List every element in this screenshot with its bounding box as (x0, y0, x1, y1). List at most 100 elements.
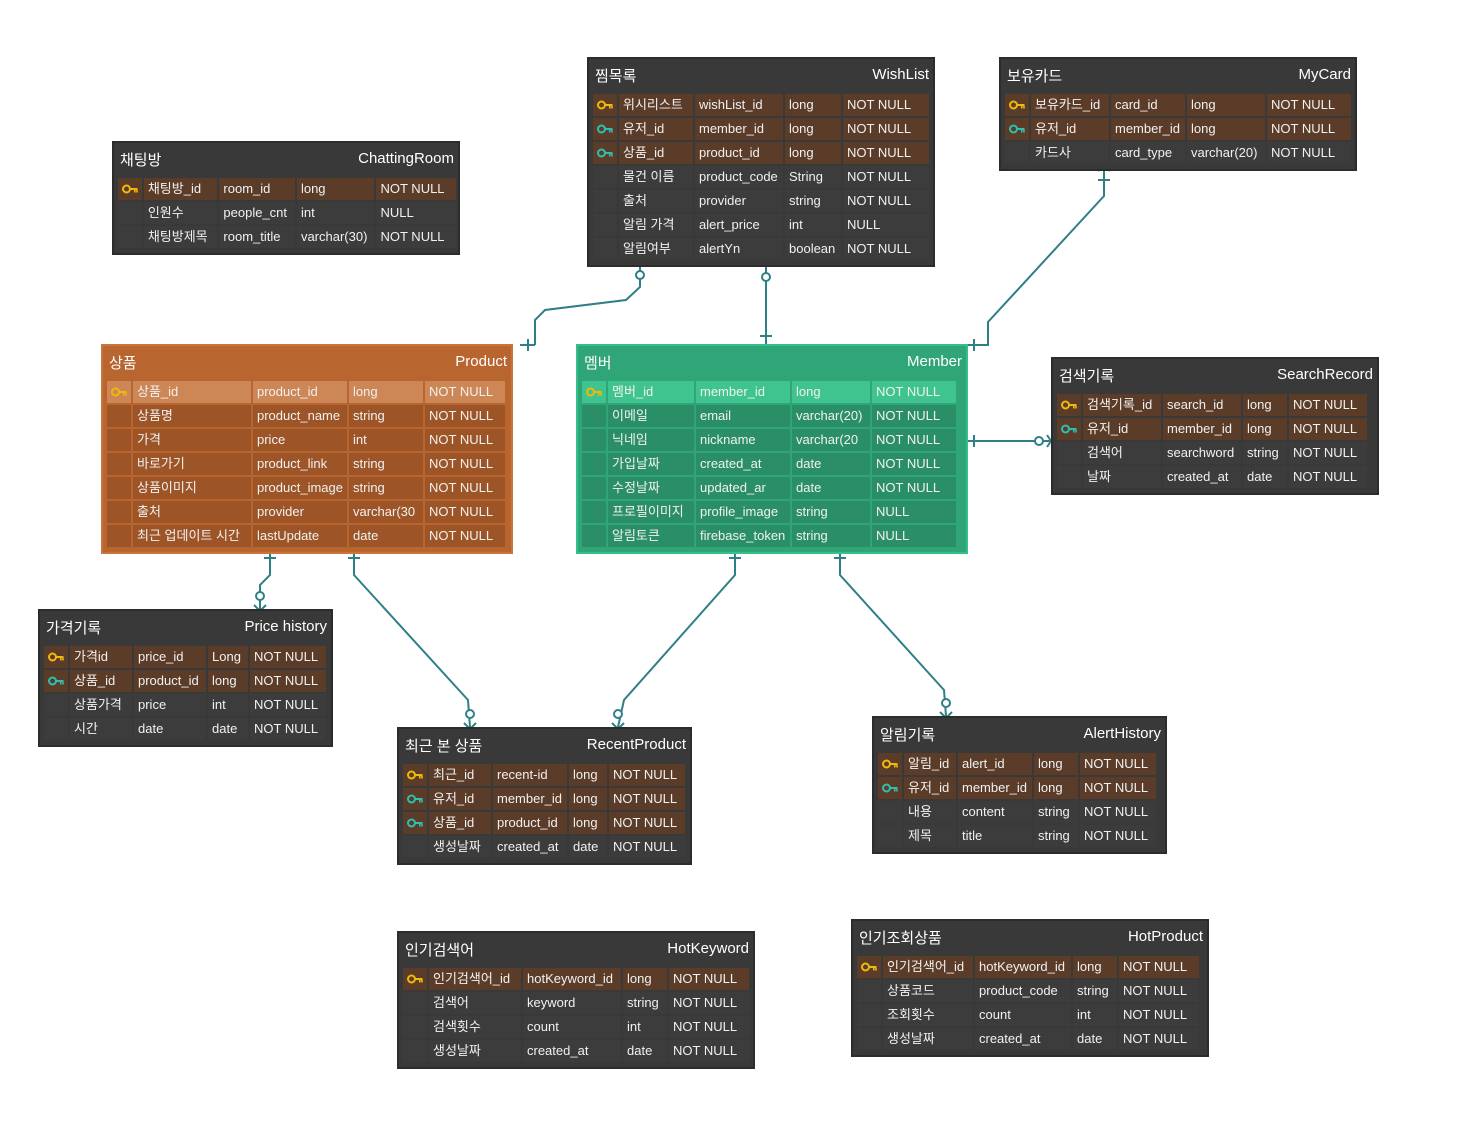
key-cell (107, 477, 131, 499)
column-nullability: NOT NULL (425, 381, 505, 403)
column-type: long (569, 764, 607, 786)
column-name: searchword (1163, 442, 1241, 464)
column-korean-name: 검색어 (429, 992, 521, 1014)
column-name: member_id (1111, 118, 1185, 140)
column-name: created_at (493, 836, 567, 858)
key-cell (582, 405, 606, 427)
column-korean-name: 인기검색어_id (883, 956, 973, 978)
column-korean-name: 위시리스트 (619, 94, 693, 116)
column-nullability: NOT NULL (1080, 753, 1156, 775)
column-type: string (623, 992, 667, 1014)
column-name: product_id (695, 142, 783, 164)
column-type: date (349, 525, 423, 547)
column-name: provider (253, 501, 347, 523)
column-nullability: NOT NULL (872, 429, 956, 451)
column-nullability: NOT NULL (1267, 118, 1351, 140)
column-name: created_at (523, 1040, 621, 1062)
column-type: long (349, 381, 423, 403)
column-nullability: NOT NULL (843, 238, 929, 260)
column-korean-name: 채팅방제목 (143, 226, 218, 248)
foreign-key-icon (593, 142, 617, 164)
column-nullability: NOT NULL (1080, 777, 1156, 799)
column-type: long (792, 381, 870, 403)
column-name: alert_id (958, 753, 1032, 775)
column-type: int (785, 214, 841, 236)
column-nullability: NOT NULL (1080, 801, 1156, 823)
